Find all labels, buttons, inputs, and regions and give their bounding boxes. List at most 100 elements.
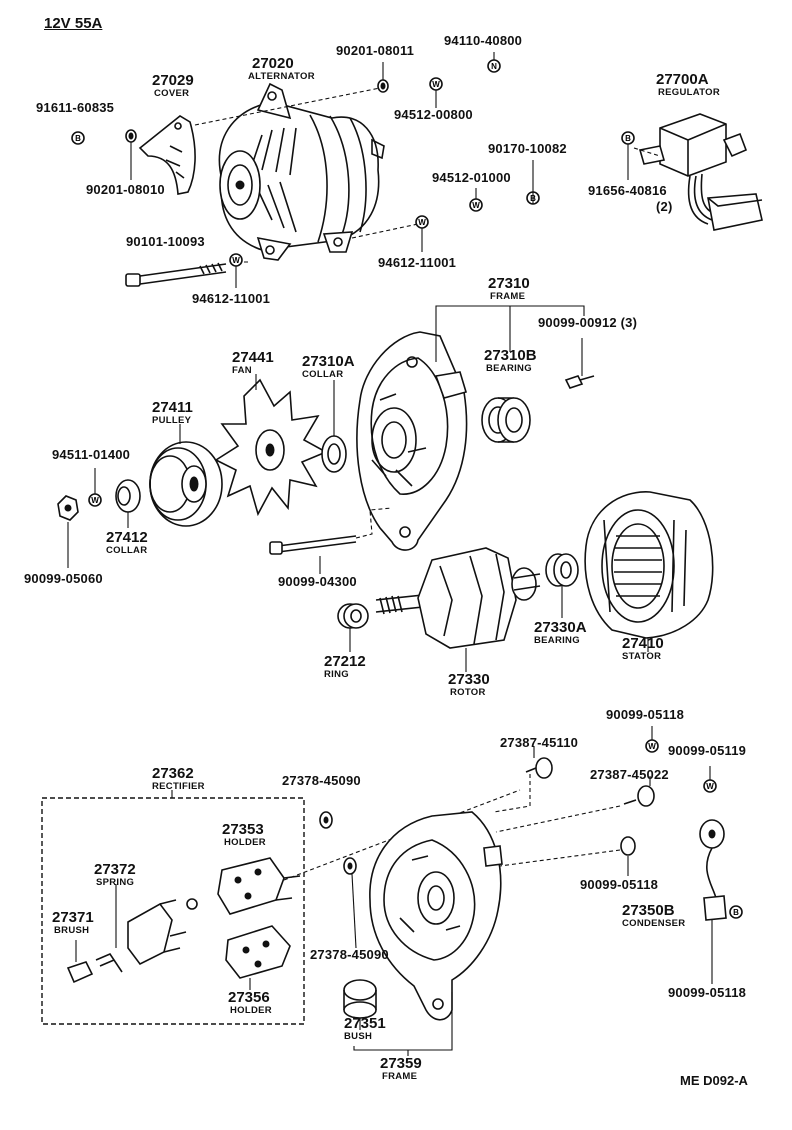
part-90099-00912-number: 90099-00912 (3) (538, 315, 638, 330)
part-90099-05118-bottom-number: 90099-05118 (668, 985, 747, 1000)
part-27441-name: FAN (232, 365, 252, 376)
svg-text:B: B (733, 908, 739, 917)
regulator-drawing (633, 113, 763, 231)
part-27330-name: ROTOR (450, 687, 486, 698)
collar-27310a-drawing (321, 435, 347, 473)
part-94511-number: 94511-01400 (52, 447, 131, 462)
part-27372-name: SPRING (96, 877, 135, 888)
part-27362-name: RECTIFIER (152, 781, 205, 792)
svg-text:W: W (706, 782, 714, 791)
top-hardware: B N W B W W W B (71, 52, 635, 288)
part-94110-number: 94110-40800 (444, 33, 523, 48)
frame-27310-drawing (356, 331, 468, 551)
alternator-assembly-drawing (125, 82, 419, 287)
rotor-drawing (375, 547, 541, 649)
part-27441-number: 27441 (232, 349, 274, 366)
rectifier-group-box (41, 797, 305, 1025)
part-90099-05118-mid-number: 90099-05118 (580, 877, 659, 892)
part-27359-name: FRAME (382, 1071, 418, 1082)
part-27378-45090-bottom-number: 27378-45090 (310, 947, 389, 962)
part-27372-number: 27372 (94, 861, 136, 878)
part-27387-45110-number: 27387-45110 (500, 735, 579, 750)
part-27356-name: HOLDER (230, 1005, 272, 1016)
part-91656-qty: (2) (656, 199, 673, 214)
part-27310b-name: BEARING (486, 363, 532, 374)
part-27310-number: 27310 (488, 275, 530, 292)
part-27410-name: STATOR (622, 651, 662, 662)
part-91656-number: 91656-40816 (588, 183, 667, 198)
part-27212-number: 27212 (324, 653, 366, 670)
part-94612b-number: 94612-11001 (192, 291, 271, 306)
condenser-drawing: B (699, 819, 743, 984)
part-27411-number: 27411 (152, 399, 193, 416)
part-27700a-number: 27700A (656, 71, 709, 88)
holder-27356-drawing (225, 925, 291, 990)
rear-frame-drawing (369, 811, 503, 1021)
ring-27212-drawing (337, 603, 369, 629)
part-27310a-name: COLLAR (302, 369, 344, 380)
part-27330a-number: 27330A (534, 619, 587, 636)
part-27020-number: 27020 (252, 55, 294, 72)
part-90201b-number: 90201-08010 (86, 182, 165, 197)
svg-text:W: W (432, 80, 440, 89)
part-91611-number: 91611-60835 (36, 100, 115, 115)
brush-holder-drawing (66, 884, 198, 984)
part-27029-name: COVER (154, 88, 190, 99)
part-27353-name: HOLDER (224, 837, 266, 848)
part-27410-number: 27410 (622, 635, 664, 652)
part-90099-05060-number: 90099-05060 (24, 571, 103, 586)
part-27412-name: COLLAR (106, 545, 148, 556)
diagram-title: 12V 55A (44, 15, 103, 32)
part-27353-number: 27353 (222, 821, 264, 838)
part-27351-number: 27351 (344, 1015, 386, 1032)
part-27350b-name: CONDENSER (622, 918, 686, 929)
part-27029-number: 27029 (152, 72, 194, 89)
part-27310a-number: 27310A (302, 353, 355, 370)
part-27378-45090-top-number: 27378-45090 (282, 773, 361, 788)
part-27700a-name: REGULATOR (658, 87, 720, 98)
diagram-reference-code: ME D092-A (680, 1073, 748, 1088)
part-90099-05119-number: 90099-05119 (668, 743, 747, 758)
part-27351-name: BUSH (344, 1031, 373, 1042)
bearing-27310b-drawing (481, 397, 531, 443)
collar-27412-drawing (115, 479, 141, 513)
bottom-hardware: W W (319, 726, 717, 1056)
part-27310b-number: 27310B (484, 347, 537, 364)
part-27371-number: 27371 (52, 909, 94, 926)
part-27330-number: 27330 (448, 671, 490, 688)
fan-drawing (214, 378, 328, 517)
part-27020-name: ALTERNATOR (248, 71, 315, 82)
bearing-27330a-drawing (545, 553, 579, 587)
part-27387-45022-number: 27387-45022 (590, 767, 669, 782)
part-27412-number: 27412 (106, 529, 148, 546)
part-90170-number: 90170-10082 (488, 141, 567, 156)
svg-text:W: W (648, 742, 656, 751)
part-27350b-number: 27350B (622, 902, 675, 919)
svg-text:B: B (625, 134, 631, 143)
svg-text:W: W (91, 496, 99, 505)
part-94512a-number: 94512-00800 (394, 107, 473, 122)
part-27310-name: FRAME (490, 291, 526, 302)
svg-text:N: N (491, 62, 497, 71)
svg-text:W: W (472, 201, 480, 210)
part-27212-name: RING (324, 669, 349, 680)
part-94612a-number: 94612-11001 (378, 255, 457, 270)
pulley-drawing (149, 441, 223, 527)
svg-text:W: W (418, 218, 426, 227)
part-27371-name: BRUSH (54, 925, 90, 936)
screw-90099-00912-drawing (564, 338, 595, 389)
part-90099-04300-number: 90099-04300 (278, 574, 357, 589)
nut-washer-drawing: W (57, 468, 102, 568)
stator-drawing (584, 491, 714, 639)
part-27330a-name: BEARING (534, 635, 580, 646)
part-94512b-number: 94512-01000 (432, 170, 511, 185)
svg-text:B: B (75, 134, 81, 143)
part-27359-number: 27359 (380, 1055, 422, 1072)
svg-text:W: W (232, 256, 240, 265)
part-90099-05118-top-number: 90099-05118 (606, 707, 685, 722)
part-90101-number: 90101-10093 (126, 234, 205, 249)
part-27362-number: 27362 (152, 765, 194, 782)
part-27411-name: PULLEY (152, 415, 192, 426)
frame-bottom-bracket (353, 992, 453, 1051)
